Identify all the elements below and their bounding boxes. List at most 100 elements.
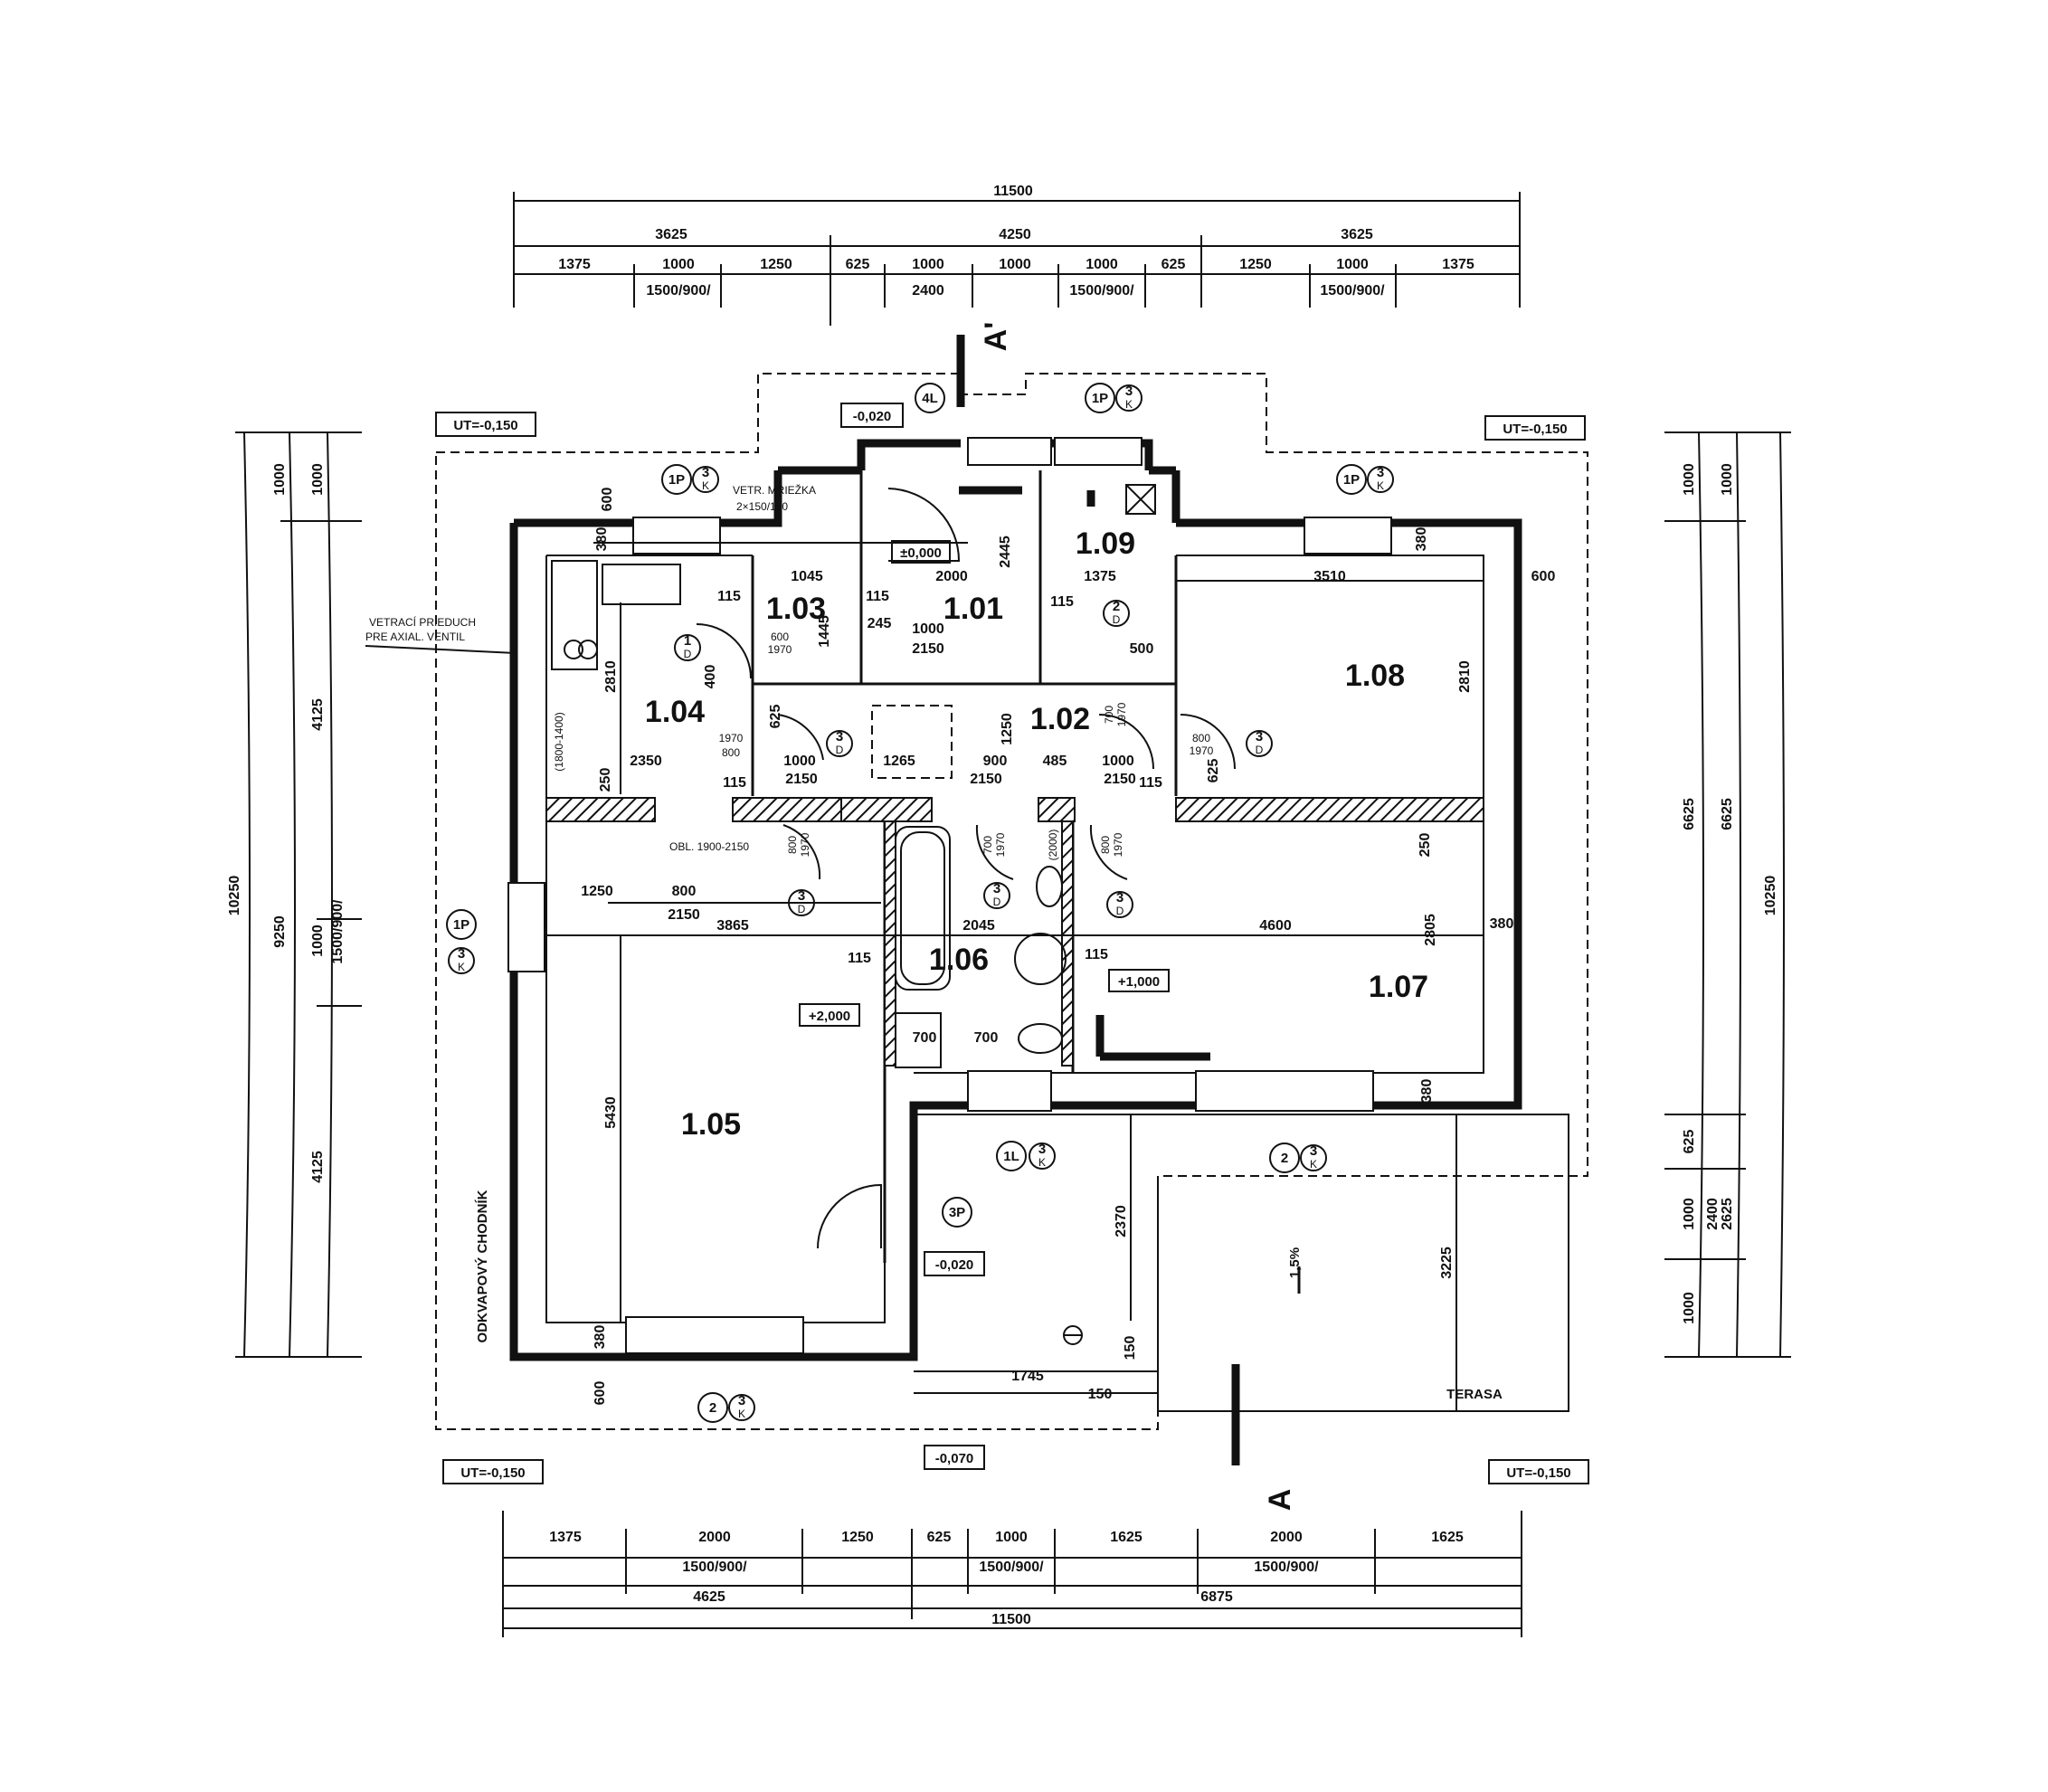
window-bedroom-top: [1304, 517, 1392, 555]
dim-800d: 800: [1099, 836, 1112, 854]
level-bottom-out: -0,070: [935, 1451, 974, 1466]
dim-2150a: 2150: [912, 641, 944, 657]
window-living-bottom: [625, 1316, 804, 1354]
dim-245: 245: [868, 616, 892, 631]
dim-3510: 3510: [1313, 569, 1346, 584]
dim-115d: 115: [723, 775, 746, 791]
dim-625b: 625: [1206, 759, 1221, 783]
dim-1445: 1445: [817, 615, 832, 648]
dim-2150c: 2150: [970, 772, 1002, 787]
top-dim-r4-3: 1500/900/: [1320, 283, 1385, 299]
level-bottom-entry: -0,020: [935, 1257, 974, 1273]
note-vent1: VETRACÍ PRIEDUCH: [369, 615, 476, 629]
dim-115b: 115: [866, 589, 889, 604]
window-top-right: [1054, 437, 1143, 466]
dim-115a: 115: [717, 589, 741, 604]
dim-1375: 1375: [1084, 569, 1116, 584]
room-1-03: 1.03: [766, 592, 826, 626]
bot-dim-r2-2: 1500/900/: [1254, 1560, 1319, 1575]
tag-3-door-b-d: D: [1256, 744, 1264, 756]
right-dim-b0: 1000: [1720, 463, 1735, 496]
top-dim-r3-0: 1375: [558, 257, 591, 272]
top-dim-r3-4: 1000: [912, 257, 944, 272]
dim-380d: 380: [593, 1325, 608, 1350]
dim-600b: 600: [1531, 569, 1556, 584]
left-dim-b1: 1000: [310, 924, 326, 957]
dim-2000: 2000: [935, 569, 968, 584]
tag-1l: 1L: [1003, 1149, 1019, 1164]
dim-4600: 4600: [1259, 918, 1292, 934]
dim-1000a: 1000: [912, 621, 944, 637]
top-dim-r2-0: 3625: [655, 227, 687, 242]
dim-485: 485: [1043, 754, 1067, 769]
window-top-small: [967, 437, 1052, 466]
dim-3225: 3225: [1439, 1247, 1455, 1279]
left-dimension-chains: 10250 9250 1000 4125 4125 1000 1000 1500…: [227, 431, 362, 1358]
bot-dim-r3-1: 6875: [1200, 1589, 1233, 1605]
dim-2810a: 2810: [603, 660, 619, 693]
dim-800c: 800: [786, 836, 799, 854]
top-dim-r3-5: 1000: [999, 257, 1031, 272]
top-dim-r4-0: 1500/900/: [646, 283, 711, 299]
level-ut-top-left: UT=-0,150: [453, 418, 517, 433]
top-dim-r2-1: 4250: [999, 227, 1031, 242]
dim-500: 500: [1130, 641, 1154, 657]
dim-1265: 1265: [883, 754, 915, 769]
tag-1p-b: 1P: [1092, 391, 1108, 406]
top-dimension-chains: 11500 3625 4250 3625 1375 1000 1250 625 …: [513, 184, 1521, 326]
right-dim-a4: 1000: [1682, 1292, 1697, 1324]
level-plus-two: +2,000: [809, 1009, 850, 1024]
tag-k3-c: 3: [1377, 465, 1384, 480]
dim-1250h: 1250: [581, 884, 613, 899]
bot-dim-r1-0: 1375: [549, 1530, 582, 1545]
note-vetr: VETR. MRIEŽKA: [733, 483, 816, 497]
dim-1970a: 1970: [768, 643, 792, 656]
roof-outline: [435, 373, 1588, 1430]
right-dim-a3: 1000: [1682, 1198, 1697, 1230]
tag-3-door-e-d: D: [1116, 905, 1124, 917]
dim-1970g: 1970: [1112, 832, 1124, 857]
tag-k3-f-k: K: [1310, 1158, 1317, 1171]
dim-1745: 1745: [1011, 1369, 1044, 1384]
dim-625v: 625: [768, 705, 783, 729]
tag-k3-d: 3: [458, 946, 465, 962]
tag-3-door-b: 3: [1256, 729, 1263, 744]
top-dim-r3-6: 1000: [1086, 257, 1118, 272]
tag-3p: 3P: [949, 1205, 965, 1220]
bot-dim-r2-0: 1500/900/: [682, 1560, 747, 1575]
section-mark-top: A': [979, 322, 1013, 352]
bot-dim-r2-1: 1500/900/: [979, 1560, 1044, 1575]
window-left: [507, 882, 545, 972]
walls: [509, 439, 1522, 1361]
tag-1p-c: 1P: [1343, 472, 1360, 488]
left-dim-a1: 4125: [310, 698, 326, 731]
level-top-entry: -0,020: [853, 409, 892, 424]
terrace-label: TERASA: [1446, 1387, 1503, 1402]
dim-2150h: 2150: [668, 907, 700, 923]
tag-3-door-a-d: D: [836, 744, 844, 756]
windows: [507, 437, 1392, 1354]
section-cuts: A' A: [956, 322, 1297, 1511]
window-kitchen: [632, 517, 721, 555]
bot-total-dim: 11500: [991, 1612, 1031, 1627]
terrace: TERASA 1,5%: [914, 1114, 1569, 1412]
note-vent2: PRE AXIAL. VENTIL: [365, 631, 465, 643]
room-1-04: 1.04: [645, 695, 705, 729]
door-swings: [696, 488, 1236, 1249]
dim-400: 400: [703, 665, 718, 689]
dim-2805: 2805: [1423, 914, 1438, 946]
dim-115g: 115: [1085, 947, 1108, 962]
room-1-06: 1.06: [929, 943, 989, 977]
window-bath-bottom: [967, 1070, 1052, 1112]
dim-900: 900: [983, 754, 1008, 769]
dim-5430: 5430: [603, 1096, 619, 1129]
dim-1000b: 1000: [783, 754, 816, 769]
tag-1p-a: 1P: [668, 472, 685, 488]
bot-dim-r1-5: 1625: [1110, 1530, 1143, 1545]
dim-1970e: 1970: [799, 832, 811, 857]
top-dim-r4-1: 2400: [912, 283, 944, 299]
tag-2-b: 2: [709, 1400, 716, 1416]
tag-k3-d-k: K: [458, 961, 465, 973]
tag-2-door: 2: [1113, 599, 1120, 614]
dim-1970f: 1970: [994, 832, 1007, 857]
